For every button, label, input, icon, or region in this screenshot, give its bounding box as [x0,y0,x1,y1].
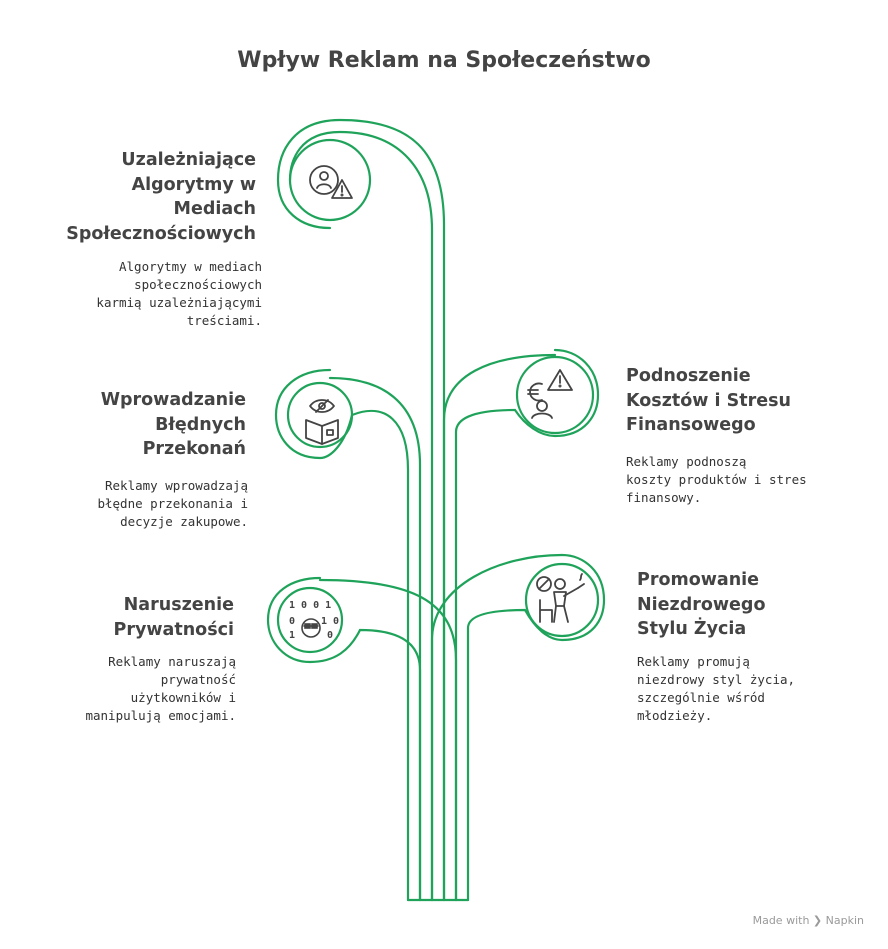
smoking-person-icon [536,573,585,623]
heading-costs-stress: Podnoszenie Kosztów i Stresu Finansowego [626,366,791,435]
branch-low-right [430,553,606,902]
branch-top-left [276,118,446,902]
svg-text:1: 1 [289,630,295,641]
svg-text:1 0: 1 0 [321,616,339,627]
page-title: Wpływ Reklam na Społeczeństwo [237,48,651,73]
desc-false-beliefs: Reklamy wprowadzają błędne przekonania i… [97,478,248,529]
svg-text:0: 0 [289,616,295,627]
svg-text:0: 0 [327,630,333,641]
desc-unhealthy-lifestyle: Reklamy promują niezdrowy styl życia, sz… [637,654,796,723]
desc-addictive-algorithms: Algorytmy w mediach społecznościowych ka… [96,259,262,328]
desc-privacy-violation: Reklamy naruszają prywatność użytkownikó… [85,654,236,723]
napkin-logo-icon: ❯ [812,914,823,927]
branch-mid-right [442,348,600,902]
euro-warning-icon [527,369,573,419]
heading-unhealthy-lifestyle: Promowanie Niezdrowego Stylu Życia [637,570,766,639]
book-eye-icon [305,399,339,445]
binary-person-icon: 1 0 0 1 0 1 1 0 0 [289,600,339,641]
made-with-text: Made with [752,914,810,927]
made-with-badge[interactable]: Made with ❯ Napkin [753,914,864,927]
desc-costs-stress: Reklamy podnoszą koszty produktów i stre… [626,454,807,505]
heading-privacy-violation: Naruszenie Prywatności [113,595,234,640]
user-warning-icon [309,165,353,199]
heading-addictive-algorithms: Uzależniające Algorytmy w Mediach Społec… [66,150,256,244]
heading-false-beliefs: Wprowadzanie Błędnych Przekonań [100,390,246,459]
branch-mid-left [274,368,422,902]
svg-text:1 0 0 1: 1 0 0 1 [289,600,331,611]
napkin-brand-text: Napkin [825,914,864,927]
